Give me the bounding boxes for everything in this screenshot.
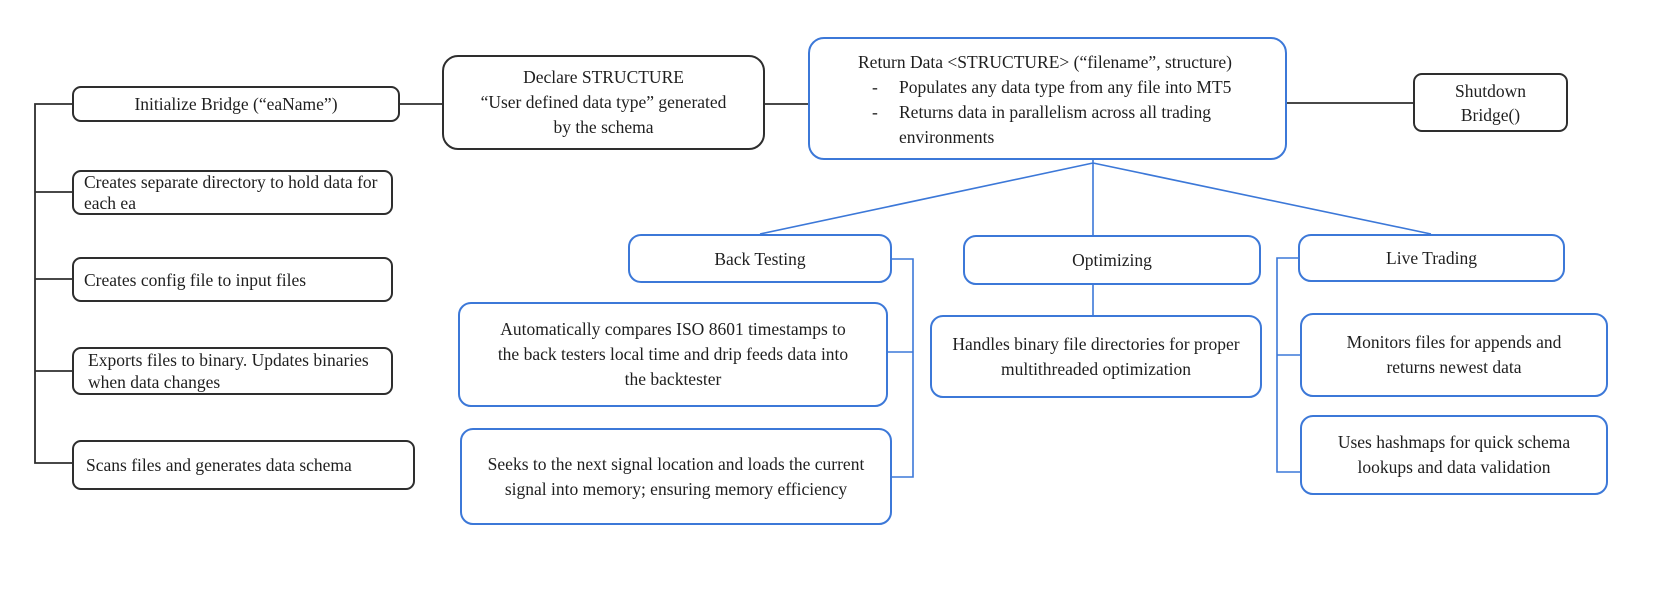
node-optimizing: Optimizing: [963, 235, 1261, 285]
bullet-dash: -: [872, 77, 878, 97]
node-live-trading: Live Trading: [1298, 234, 1565, 282]
optimize-multithread-label: Handles binary file directories for prop…: [952, 333, 1240, 379]
node-scans-files: Scans files and generates data schema: [72, 440, 415, 490]
node-initialize-bridge-label: Initialize Bridge (“eaName”): [134, 94, 338, 114]
live-hashmaps-label: Uses hashmaps for quick schema lookups a…: [1337, 432, 1571, 477]
declare-line-1: Declare STRUCTURE: [523, 67, 684, 87]
declare-line-3: by the schema: [553, 117, 654, 137]
backtest-seek-label: Seeks to the next signal location and lo…: [487, 453, 865, 499]
node-live-monitor: Monitors files for appends and returns n…: [1300, 313, 1608, 397]
node-back-testing: Back Testing: [628, 234, 892, 283]
live-monitor-label: Monitors files for appends and returns n…: [1346, 332, 1562, 377]
node-scans-files-label: Scans files and generates data schema: [86, 455, 352, 475]
left-spine-connector: [34, 103, 72, 464]
return-data-bullet: - Populates any data type from any file …: [872, 75, 1285, 100]
node-creates-config: Creates config file to input files: [72, 257, 393, 302]
shutdown-line-1: Shutdown: [1455, 80, 1526, 101]
livetrading-bracket-connector: [1276, 257, 1300, 473]
return-data-bullet-text: Returns data in parallelism across all t…: [899, 102, 1211, 147]
shutdown-line-2: Bridge(): [1460, 104, 1521, 125]
node-live-hashmaps: Uses hashmaps for quick schema lookups a…: [1300, 415, 1608, 495]
optimizing-label: Optimizing: [1072, 250, 1152, 270]
node-creates-directory-label: Creates separate directory to hold data …: [84, 171, 378, 213]
live-trading-label: Live Trading: [1386, 248, 1477, 268]
node-creates-directory: Creates separate directory to hold data …: [72, 170, 393, 215]
node-return-data: Return Data <STRUCTURE> (“filename”, str…: [808, 37, 1287, 160]
node-initialize-bridge: Initialize Bridge (“eaName”): [72, 86, 400, 122]
backtest-timestamps-label: Automatically compares ISO 8601 timestam…: [497, 319, 849, 389]
backtesting-bracket-connector: [888, 258, 914, 478]
return-data-content: Return Data <STRUCTURE> (“filename”, str…: [810, 39, 1285, 150]
node-backtest-seek: Seeks to the next signal location and lo…: [460, 428, 892, 525]
node-declare-structure: Declare STRUCTURE “User defined data typ…: [442, 55, 765, 150]
node-shutdown-bridge: Shutdown Bridge(): [1413, 73, 1568, 132]
bullet-dash: -: [872, 102, 878, 122]
node-creates-config-label: Creates config file to input files: [84, 269, 307, 290]
node-exports-binary-label: Exports files to binary. Updates binarie…: [88, 350, 369, 392]
return-data-title: Return Data <STRUCTURE> (“filename”, str…: [858, 52, 1233, 72]
main-flow-connector: [400, 102, 1413, 105]
declare-line-2: “User defined data type” generated: [480, 92, 727, 112]
node-optimize-multithread: Handles binary file directories for prop…: [930, 315, 1262, 398]
branch-fan-connector: [759, 160, 1432, 235]
return-data-bullet-text: Populates any data type from any file in…: [899, 77, 1232, 97]
back-testing-label: Back Testing: [714, 248, 806, 269]
node-backtest-timestamps: Automatically compares ISO 8601 timestam…: [458, 302, 888, 407]
node-exports-binary: Exports files to binary. Updates binarie…: [72, 347, 393, 395]
return-data-bullet: - Returns data in parallelism across all…: [872, 100, 1285, 150]
